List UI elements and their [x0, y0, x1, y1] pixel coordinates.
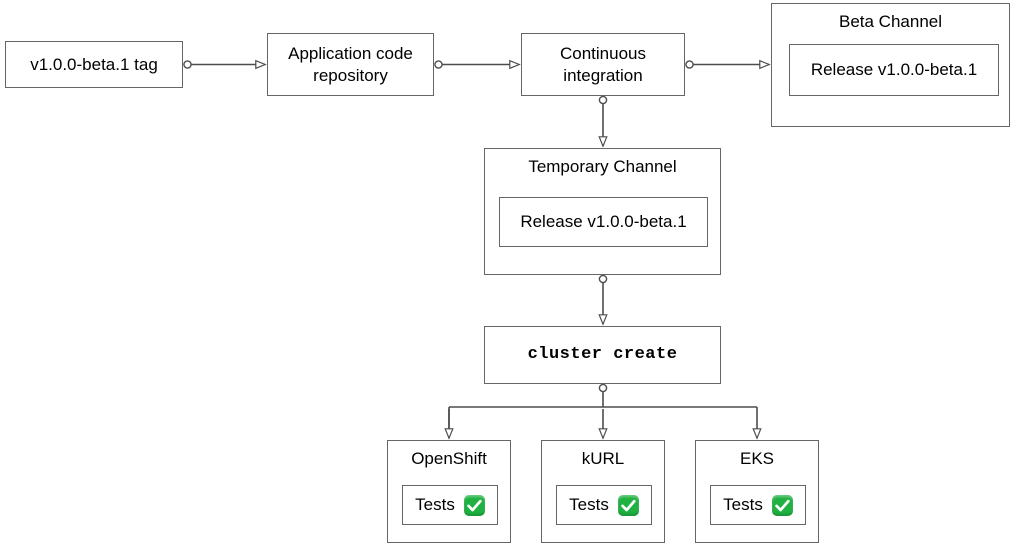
node-application-code-repository[interactable]: Application code repository [267, 33, 434, 96]
kurl-tests-label: Tests [569, 495, 609, 515]
beta-channel-release-box[interactable]: Release v1.0.0-beta.1 [789, 44, 999, 96]
node-cluster-create-label: cluster create [527, 345, 678, 365]
green-check-icon [463, 494, 485, 516]
temporary-channel-release-label: Release v1.0.0-beta.1 [520, 212, 687, 232]
container-eks[interactable]: EKS Tests [695, 440, 819, 543]
container-kurl-title: kURL [581, 449, 625, 468]
node-cluster-create[interactable]: cluster create [484, 326, 721, 384]
edge-temporary-channel-to-cluster-create [598, 274, 608, 326]
container-eks-title: EKS [739, 449, 775, 468]
beta-channel-release-label: Release v1.0.0-beta.1 [810, 60, 978, 80]
edge-ci-to-temporary-channel [598, 95, 608, 148]
node-tag[interactable]: v1.0.0-beta.1 tag [5, 41, 183, 88]
eks-tests-box[interactable]: Tests [710, 485, 806, 525]
openshift-tests-box[interactable]: Tests [402, 485, 498, 525]
edge-cluster-create-branch [444, 383, 762, 440]
container-temporary-channel[interactable]: Temporary Channel Release v1.0.0-beta.1 [484, 148, 721, 275]
eks-tests-label: Tests [723, 495, 763, 515]
container-beta-channel-title: Beta Channel [838, 12, 943, 31]
openshift-tests-label: Tests [415, 495, 455, 515]
edge-ci-to-beta-channel [685, 59, 771, 70]
node-tag-label: v1.0.0-beta.1 tag [30, 54, 158, 74]
container-openshift-title: OpenShift [411, 449, 487, 468]
temporary-channel-release-box[interactable]: Release v1.0.0-beta.1 [499, 197, 708, 247]
edge-repo-to-ci [434, 59, 521, 70]
green-check-icon [771, 494, 793, 516]
container-openshift[interactable]: OpenShift Tests [387, 440, 511, 543]
container-temporary-channel-title: Temporary Channel [528, 157, 677, 176]
green-check-icon [617, 494, 639, 516]
container-beta-channel[interactable]: Beta Channel Release v1.0.0-beta.1 [771, 3, 1010, 127]
node-continuous-integration[interactable]: Continuous integration [521, 33, 685, 96]
node-application-code-repository-label: Application code repository [288, 43, 413, 85]
edge-tag-to-repo [183, 59, 267, 70]
node-continuous-integration-label: Continuous integration [559, 43, 646, 85]
kurl-tests-box[interactable]: Tests [556, 485, 652, 525]
container-kurl[interactable]: kURL Tests [541, 440, 665, 543]
